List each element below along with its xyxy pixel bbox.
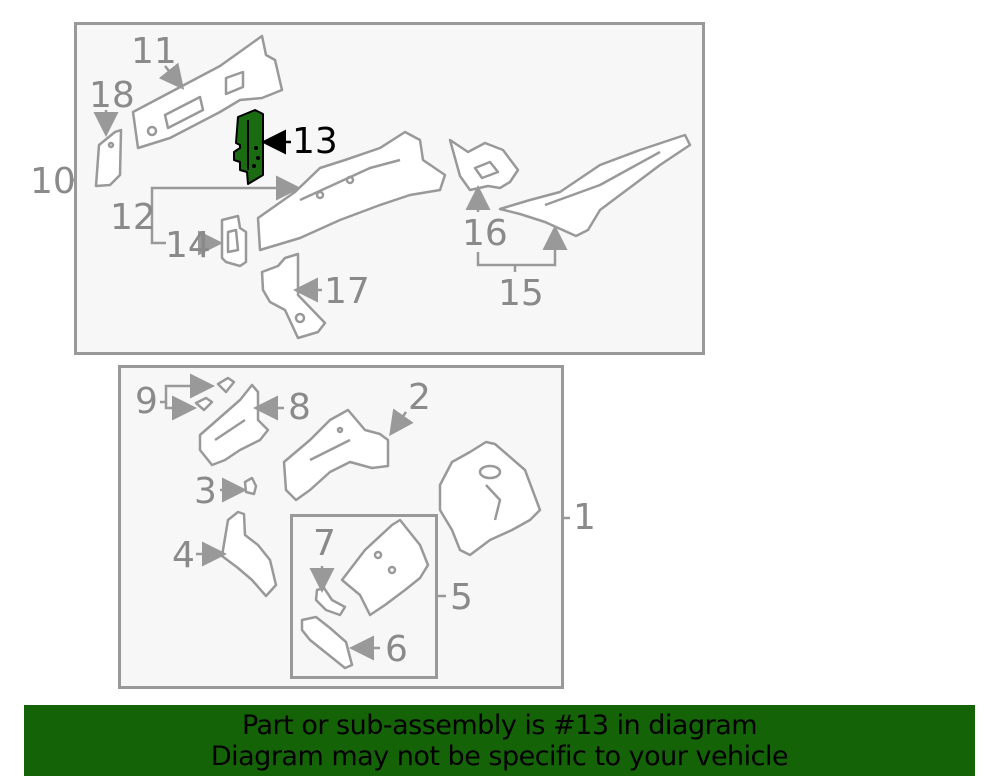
callout-12: 12 [110,197,156,238]
callout-2: 2 [408,377,431,418]
callout-6: 6 [385,629,408,670]
callout-3: 3 [194,471,217,512]
info-banner: Part or sub-assembly is #13 in diagram D… [24,705,975,776]
callout-18: 18 [89,75,135,116]
part-3 [243,476,258,496]
callout-14: 14 [165,225,211,266]
part-12-rail [256,130,447,252]
part-5 [340,518,430,617]
callout-16: 16 [462,213,508,254]
part-16 [448,138,520,192]
part-9 [194,376,236,412]
banner-line-1: Part or sub-assembly is #13 in diagram [241,710,758,741]
callout-13[interactable]: 13 [292,121,338,162]
callout-15: 15 [498,273,544,314]
callout-9: 9 [135,381,158,422]
part-11 [131,34,284,150]
callout-10: 10 [30,161,76,202]
part-7 [314,586,347,617]
part-1 [438,440,542,557]
part-18 [94,128,123,188]
part-13-highlighted [233,109,264,185]
callout-7: 7 [313,523,336,564]
callout-5: 5 [450,577,473,618]
callout-17: 17 [324,271,370,312]
part-15 [498,133,692,238]
part-4 [220,510,278,598]
callout-4: 4 [172,535,195,576]
part-17 [260,252,327,340]
banner-line-2: Diagram may not be specific to your vehi… [210,741,789,772]
part-6 [300,615,354,670]
part-2 [282,408,390,502]
part-14 [220,214,248,268]
callout-1: 1 [573,497,596,538]
callout-8: 8 [288,387,311,428]
part-8 [198,383,270,467]
callout-11: 11 [131,31,177,72]
